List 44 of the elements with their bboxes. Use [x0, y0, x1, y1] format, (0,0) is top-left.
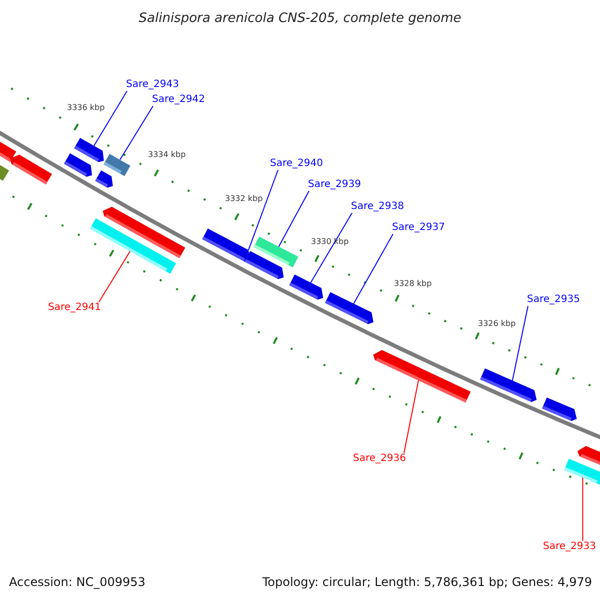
gene-block	[373, 350, 471, 402]
gene-block	[64, 153, 92, 177]
gene-label: Sare_2939	[308, 179, 361, 191]
gene-block	[10, 154, 52, 184]
scale-label: 3328 kbp	[394, 279, 432, 289]
gene-label: Sare_2942	[152, 94, 205, 106]
gene-bar	[104, 154, 130, 176]
gene-block	[480, 368, 537, 402]
gene-block	[202, 228, 250, 262]
scale-label: 3332 kbp	[225, 194, 263, 204]
gene-block	[577, 446, 600, 466]
leader-line	[93, 90, 128, 146]
leader-line	[582, 477, 584, 542]
scale-label: 3334 kbp	[148, 150, 186, 160]
leader-line	[403, 380, 419, 454]
leader-line	[98, 250, 131, 302]
leader-line	[353, 234, 394, 304]
title: Salinispora arenicola CNS-205, complete genome	[138, 10, 462, 28]
gene-label: Sare_2938	[351, 201, 404, 213]
gene-block	[289, 274, 324, 300]
scale-label: 3326 kbp	[478, 319, 516, 329]
gene-block	[542, 397, 577, 421]
gene-block	[244, 251, 284, 280]
gene-bar	[564, 458, 600, 486]
leader-line	[512, 306, 528, 381]
leader-line	[119, 106, 154, 160]
genome-summary: Topology: circular; Length: 5,786,361 bp; Genes: 4,979	[262, 575, 592, 589]
gene-block	[74, 138, 104, 162]
gene-label: Sare_2943	[126, 79, 179, 91]
gene-block	[102, 206, 186, 258]
accession-text: Accession: NC_009953	[9, 575, 146, 589]
gene-label: Sare_2933	[543, 541, 596, 553]
leader-line	[310, 212, 352, 284]
leader-line	[278, 190, 310, 248]
gene-label: Sare_2941	[48, 302, 101, 314]
gene-label: Sare_2936	[353, 453, 406, 465]
gene-block	[325, 292, 374, 324]
scale-label: 3336 kbp	[67, 103, 105, 113]
scale-label: 3330 kbp	[311, 237, 349, 247]
leader-line	[248, 170, 278, 251]
gene-label: Sare_2937	[392, 222, 445, 234]
gene-label: Sare_2940	[270, 158, 323, 170]
gene-block	[95, 170, 113, 188]
gene-label: Sare_2935	[527, 294, 580, 306]
